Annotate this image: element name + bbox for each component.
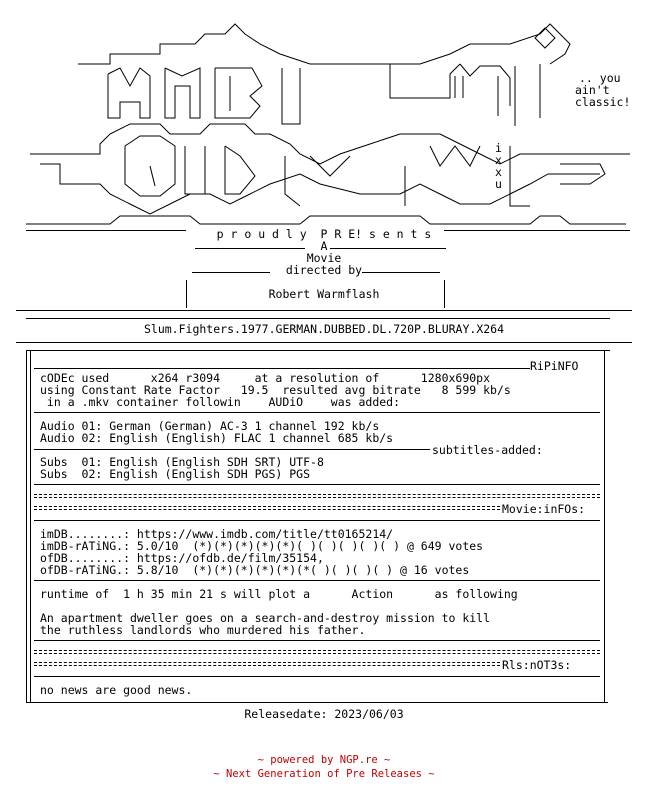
- ofdb-rating: ofDB-rATiNG.: 5.8/10 (*)(*)(*)(*)(*)(*( …: [40, 563, 470, 577]
- audio-02: Audio 02: English (English) FLAC 1 chann…: [40, 431, 394, 445]
- plot-line-1: An apartment dweller goes on a search-an…: [40, 611, 491, 625]
- ripinfo-line-3: in a .mkv container followin AUDiO was a…: [40, 395, 401, 409]
- ofdb-link: ofDB........: https://ofdb.de/film/35154…: [40, 551, 324, 565]
- release-date: Releasedate: 2023/06/03: [244, 707, 404, 721]
- title-movie: Movie: [306, 251, 342, 265]
- side-text-block: .. you: [579, 72, 621, 84]
- directed-by: directed by: [285, 263, 363, 277]
- ripinfo-line-2: using Constant Rate Factor 19.5 resulted…: [40, 383, 511, 397]
- imdb-rating: imDB-rATiNG.: 5.0/10 (*)(*)(*)(*)(*)( )(…: [40, 539, 484, 553]
- vertical-text: ixxu: [495, 141, 502, 191]
- side-text-dots: ..: [579, 71, 593, 85]
- section-ripinfo: RiPiNFO: [530, 359, 579, 373]
- subs-02: Subs 02: English (English SDH PGS) PGS: [40, 467, 311, 481]
- runtime-line: runtime of 1 h 35 min 21 s will plot a A…: [40, 587, 518, 601]
- release-name: Slum.Fighters.1977.GERMAN.DUBBED.DL.720P…: [143, 322, 505, 336]
- proudly-presents: p r o u d l y P R E! s e n t s: [216, 227, 432, 241]
- section-rlsnotes: Rls:nOT3s:: [502, 658, 572, 672]
- ripinfo-line-1: cODEc used x264 r3094 at a resolution of…: [40, 371, 491, 385]
- title-a: A: [320, 239, 328, 253]
- director-name: Robert Warmflash: [268, 287, 380, 301]
- subs-01: Subs 01: English (English SDH SRT) UTF-8: [40, 455, 324, 469]
- footer-powered-by: ~ powered by NGP.re ~: [257, 754, 391, 766]
- side-text-you: you: [599, 71, 621, 85]
- plot-line-2: the ruthless landlords who murdered his …: [40, 623, 366, 637]
- audio-01: Audio 01: German (German) AC-3 1 channel…: [40, 419, 380, 433]
- footer-tagline: ~ Next Generation of Pre Releases ~: [213, 768, 435, 780]
- release-notes: no news are good news.: [40, 683, 193, 697]
- side-text-classic: classic!: [575, 95, 631, 109]
- section-movieinfo: Movie:inFOs:: [502, 502, 586, 516]
- imdb-link: imDB........: https://www.imdb.com/title…: [40, 527, 394, 541]
- ascii-logo-art: [26, 23, 630, 225]
- side-text-aint: ain't: [575, 83, 610, 97]
- section-subtitles: subtitles-added:: [432, 443, 543, 457]
